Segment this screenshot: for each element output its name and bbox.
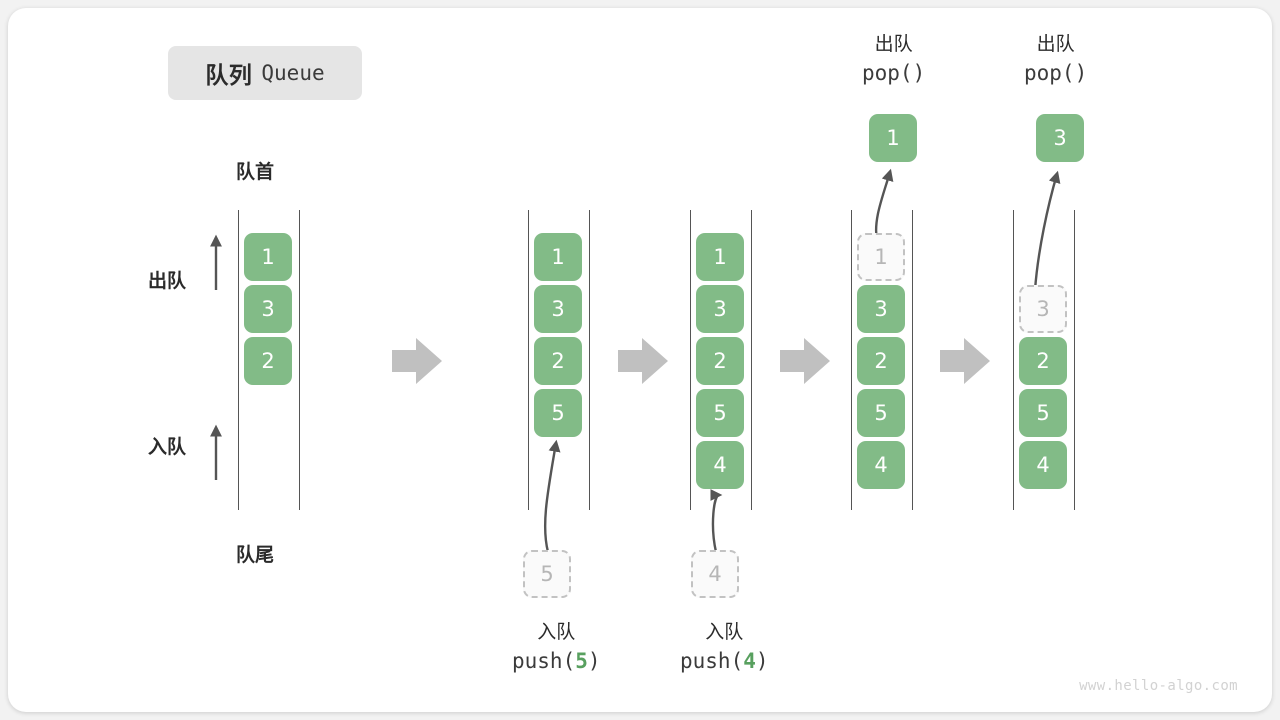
label-enqueue: 入队	[148, 437, 187, 458]
operation-label-push-4: 入队 push(4)	[680, 620, 769, 676]
rail-panel2-right	[589, 210, 590, 510]
queue-element[interactable]: 3	[696, 285, 744, 333]
step-arrow-4	[940, 338, 990, 384]
operation-label-push-4-cn: 入队	[705, 622, 744, 643]
ghost-element-pop-3: 3	[1019, 285, 1067, 333]
operation-label-pop-1: 出队 pop()	[862, 32, 925, 88]
popped-element-3[interactable]: 3	[1036, 114, 1084, 162]
rail-panel4-right	[912, 210, 913, 510]
queue-element[interactable]: 5	[1019, 389, 1067, 437]
step-arrow-1	[392, 338, 442, 384]
rail-panel1-left	[238, 210, 239, 510]
label-dequeue: 出队	[148, 271, 187, 292]
queue-element[interactable]: 3	[244, 285, 292, 333]
queue-element[interactable]: 3	[857, 285, 905, 333]
queue-element[interactable]: 1	[696, 233, 744, 281]
label-queue-tail: 队尾	[236, 545, 275, 566]
rail-panel3-left	[690, 210, 691, 510]
rail-panel2-left	[528, 210, 529, 510]
queue-element[interactable]: 1	[244, 233, 292, 281]
queue-element[interactable]: 2	[244, 337, 292, 385]
queue-element[interactable]: 5	[696, 389, 744, 437]
queue-element[interactable]: 5	[534, 389, 582, 437]
ghost-element-pop-1: 1	[857, 233, 905, 281]
ghost-element-push-5: 5	[523, 550, 571, 598]
step-arrow-2	[618, 338, 668, 384]
rail-panel1-right	[299, 210, 300, 510]
queue-element[interactable]: 2	[857, 337, 905, 385]
popped-element-1[interactable]: 1	[869, 114, 917, 162]
push-4-arrow	[710, 489, 723, 553]
operation-label-pop-2-cn: 出队	[1036, 34, 1075, 55]
queue-element[interactable]: 2	[534, 337, 582, 385]
operation-label-push-4-code: push(4)	[680, 649, 769, 673]
watermark: www.hello-algo.com	[1079, 678, 1238, 694]
push-5-arrow	[543, 439, 561, 553]
operation-label-push-5-code: push(5)	[512, 649, 601, 673]
operation-label-pop-1-cn: 出队	[874, 34, 913, 55]
queue-element[interactable]: 4	[1019, 441, 1067, 489]
pop-1-arrow	[874, 168, 894, 241]
label-queue-head: 队首	[236, 162, 275, 183]
queue-element[interactable]: 2	[696, 337, 744, 385]
operation-label-pop-2: 出队 pop()	[1024, 32, 1087, 88]
queue-element[interactable]: 3	[534, 285, 582, 333]
queue-element[interactable]: 2	[1019, 337, 1067, 385]
step-arrow-3	[780, 338, 830, 384]
title-cn: 队列	[205, 62, 253, 88]
rail-panel4-left	[851, 210, 852, 510]
queue-element[interactable]: 1	[534, 233, 582, 281]
operation-label-push-5-cn: 入队	[537, 622, 576, 643]
diagram-title-badge: 队列 Queue	[168, 46, 362, 100]
title-en: Queue	[261, 61, 325, 85]
queue-element[interactable]: 4	[857, 441, 905, 489]
ghost-element-push-4: 4	[691, 550, 739, 598]
pop-2-arrow	[1033, 170, 1061, 291]
operation-label-pop-2-code: pop()	[1024, 61, 1088, 85]
rail-panel5-right	[1074, 210, 1075, 510]
rail-panel3-right	[751, 210, 752, 510]
queue-element[interactable]: 4	[696, 441, 744, 489]
rail-panel5-left	[1013, 210, 1014, 510]
queue-element[interactable]: 5	[857, 389, 905, 437]
operation-label-pop-1-code: pop()	[862, 61, 926, 85]
operation-label-push-5: 入队 push(5)	[512, 620, 601, 676]
